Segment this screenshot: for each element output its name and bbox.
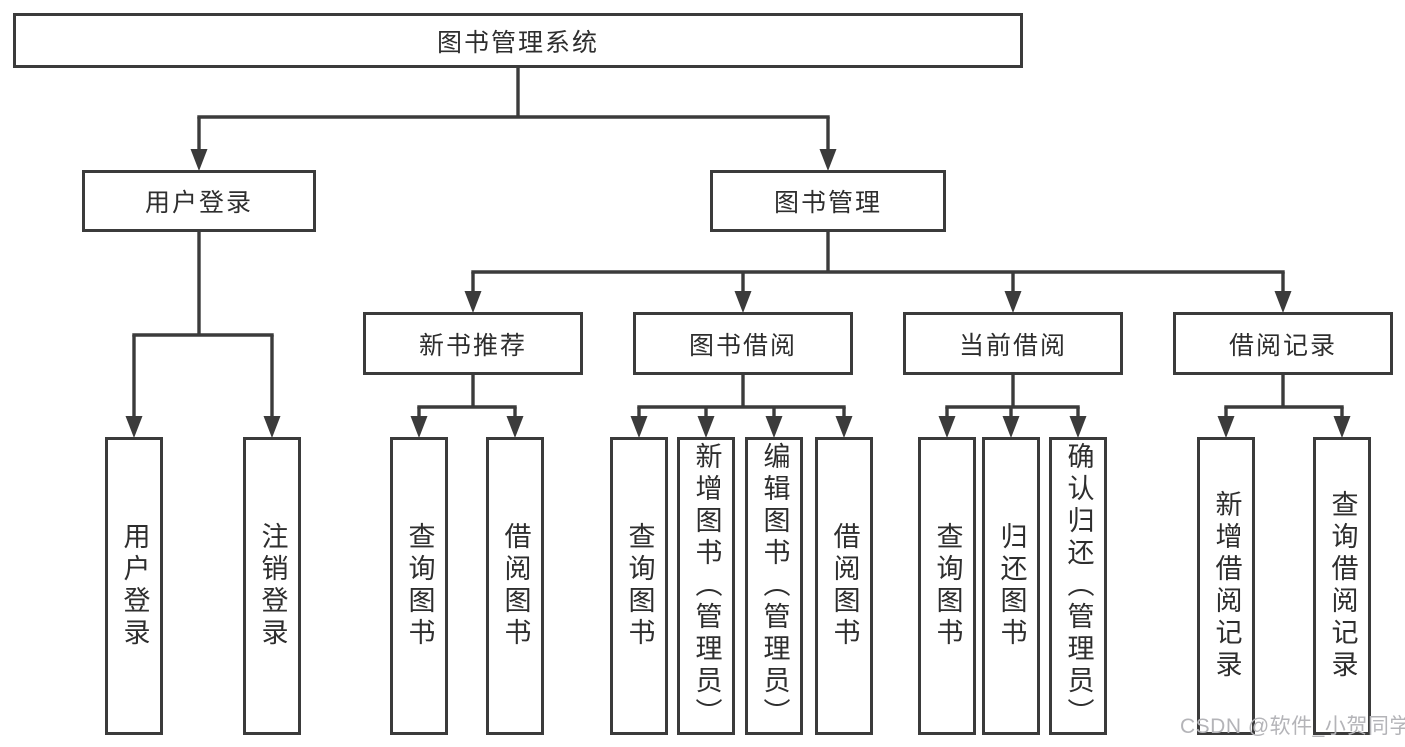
leaf-label: 查询图书 [404,522,435,650]
leaf-cb-query-books: 查询图书 [918,437,976,735]
leaf-label: 借阅图书 [829,522,860,650]
node-book-borrow: 图书借阅 [633,312,853,375]
leaf-user-login: 用户登录 [105,437,163,735]
node-current-borrow: 当前借阅 [903,312,1123,375]
node-new-book-recommend: 新书推荐 [363,312,583,375]
leaf-label: 查询借阅记录 [1327,490,1358,682]
node-label: 用户登录 [144,189,253,217]
node-label: 图书管理系统 [436,28,599,57]
leaf-br-query-record: 查询借阅记录 [1313,437,1371,735]
leaf-nbr-borrow-books: 借阅图书 [486,437,544,735]
leaf-logout: 注销登录 [243,437,301,735]
node-user-login: 用户登录 [82,170,316,232]
leaf-cb-confirm-return-admin: 确认归还（管理员） [1049,437,1107,735]
leaf-label: 新增图书（管理员） [691,442,722,730]
leaf-label: 查询图书 [624,522,655,650]
leaf-label: 归还图书 [996,522,1027,650]
leaf-nbr-query-books: 查询图书 [390,437,448,735]
leaf-bb-borrow-books: 借阅图书 [815,437,873,735]
node-library-management-system: 图书管理系统 [13,13,1023,68]
node-label: 当前借阅 [958,331,1067,360]
node-label: 图书管理 [773,189,882,217]
leaf-bb-query-books: 查询图书 [610,437,668,735]
leaf-cb-return-books: 归还图书 [982,437,1040,735]
node-label: 图书借阅 [688,331,797,360]
leaf-br-add-record: 新增借阅记录 [1197,437,1255,735]
node-label: 新书推荐 [418,331,527,360]
node-book-management: 图书管理 [710,170,946,232]
leaf-bb-edit-books-admin: 编辑图书（管理员） [745,437,803,735]
leaf-label: 借阅图书 [500,522,531,650]
leaf-bb-add-books-admin: 新增图书（管理员） [677,437,735,735]
csdn-watermark: CSDN @软件_小贺同学 [1180,715,1405,738]
leaf-label: 用户登录 [119,522,150,650]
node-borrow-records: 借阅记录 [1173,312,1393,375]
leaf-label: 注销登录 [257,522,288,650]
leaf-label: 确认归还（管理员） [1063,442,1094,730]
leaf-label: 查询图书 [932,522,963,650]
leaf-label: 新增借阅记录 [1211,490,1242,682]
leaf-label: 编辑图书（管理员） [759,442,790,730]
node-label: 借阅记录 [1228,331,1337,360]
